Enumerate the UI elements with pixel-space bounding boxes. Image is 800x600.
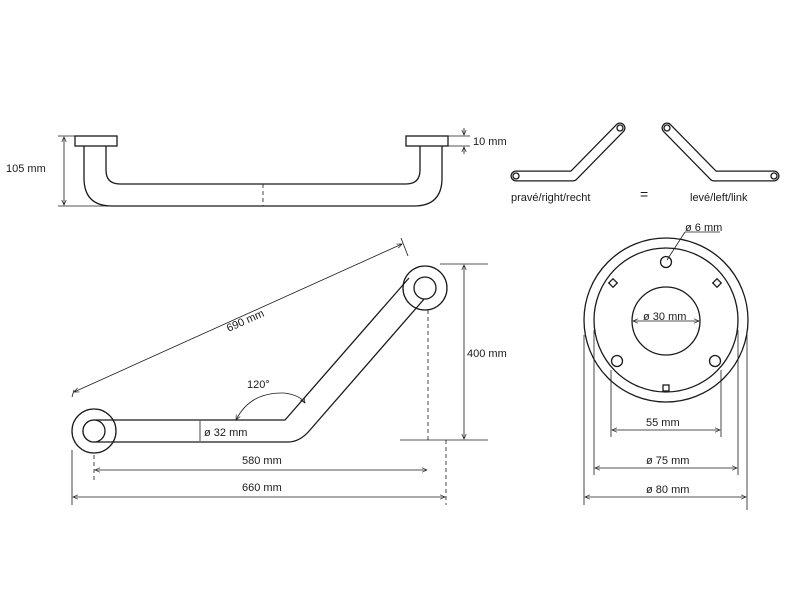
dimension-690mm: 690 mm bbox=[71, 237, 409, 398]
top-view-left-plate bbox=[74, 135, 118, 147]
left-version: levé/left/link bbox=[661, 122, 780, 204]
front-view-tube bbox=[82, 277, 433, 443]
top-view: 10 mm 105 mm bbox=[6, 128, 507, 207]
angle-label: 120° bbox=[247, 379, 270, 391]
dimension-105mm: 105 mm bbox=[6, 135, 108, 207]
rosette-detail: ø 6 mm ø 30 mm 55 mm ø 75 mm ø 80 mm bbox=[583, 222, 749, 510]
notch-bottom bbox=[662, 384, 670, 392]
inner-length-label: 580 mm bbox=[242, 455, 282, 467]
center-hole-label: ø 30 mm bbox=[643, 311, 686, 323]
dimension-80mm: ø 80 mm bbox=[583, 335, 748, 510]
dimension-660mm: 660 mm bbox=[71, 440, 447, 505]
dimension-angle: 120° bbox=[236, 379, 305, 420]
top-view-right-plate bbox=[405, 135, 449, 147]
center-hole bbox=[631, 286, 701, 356]
rosette-left bbox=[71, 408, 117, 454]
dimension-55mm: 55 mm bbox=[610, 370, 722, 437]
screw-diameter-label: ø 6 mm bbox=[685, 222, 722, 234]
dimension-400mm: 400 mm bbox=[400, 263, 507, 441]
dimension-tube-diameter: ø 32 mm bbox=[199, 421, 247, 441]
rosette-outer-label: ø 80 mm bbox=[646, 484, 689, 496]
rosette-outer-circle bbox=[583, 237, 749, 403]
rosette-inner-circle bbox=[593, 247, 739, 393]
screw-hole-top bbox=[659, 255, 673, 269]
dimension-10mm: 10 mm bbox=[448, 128, 507, 154]
dimension-screw: ø 6 mm bbox=[666, 222, 722, 261]
rosette-inner-label: ø 75 mm bbox=[646, 455, 689, 467]
tube-diameter-label: ø 32 mm bbox=[204, 427, 247, 439]
right-version: pravé/right/recht bbox=[510, 122, 626, 204]
dimension-580mm: 580 mm bbox=[93, 455, 427, 480]
vertical-height-label: 400 mm bbox=[467, 348, 507, 360]
notch-top-right bbox=[711, 277, 723, 289]
dimension-75mm: ø 75 mm bbox=[593, 330, 739, 475]
version-right-label: pravé/right/recht bbox=[511, 192, 590, 204]
hole-spacing-label: 55 mm bbox=[646, 417, 680, 429]
notch-top-left bbox=[607, 277, 619, 289]
dimension-center-hole: ø 30 mm bbox=[633, 311, 699, 323]
total-length-label: 660 mm bbox=[242, 482, 282, 494]
top-view-tube bbox=[83, 146, 443, 207]
version-left-label: levé/left/link bbox=[690, 192, 748, 204]
screw-hole-right bbox=[708, 354, 722, 368]
front-view: 690 mm 120° ø 32 mm 400 mm 580 mm 660 bbox=[71, 237, 507, 505]
plate-thickness-label: 10 mm bbox=[473, 136, 507, 148]
equals-sign: = bbox=[640, 186, 648, 202]
screw-hole-left bbox=[610, 354, 624, 368]
diagonal-length-label: 690 mm bbox=[225, 308, 266, 335]
rosette-right bbox=[402, 265, 448, 311]
total-height-label: 105 mm bbox=[6, 163, 46, 175]
